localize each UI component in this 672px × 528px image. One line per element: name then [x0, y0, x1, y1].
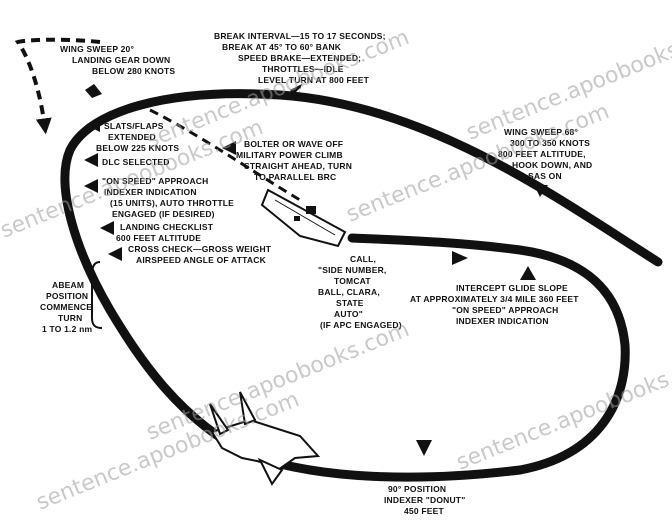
- svg-text:AUTO": AUTO": [334, 309, 363, 319]
- svg-text:STRAIGHT AHEAD, TURN: STRAIGHT AHEAD, TURN: [244, 161, 352, 171]
- call-label: CALL, "SIDE NUMBER, TOMCAT BALL, CLARA, …: [318, 254, 402, 330]
- svg-text:SLATS/FLAPS: SLATS/FLAPS: [104, 121, 164, 131]
- svg-text:TO PARALLEL BRC: TO PARALLEL BRC: [254, 172, 336, 182]
- svg-text:HOOK DOWN, AND: HOOK DOWN, AND: [512, 160, 592, 170]
- svg-text:SAS ON: SAS ON: [528, 171, 562, 181]
- dlc-label: DLC SELECTED: [102, 157, 170, 167]
- svg-text:POSITION: POSITION: [46, 291, 88, 301]
- arrows: [84, 84, 548, 456]
- arrow-ninety: [416, 440, 432, 456]
- svg-text:BOLTER OR WAVE OFF: BOLTER OR WAVE OFF: [244, 139, 343, 149]
- svg-text:MILITARY POWER CLIMB: MILITARY POWER CLIMB: [236, 150, 343, 160]
- svg-text:(15 UNITS), AUTO THROTTLE: (15 UNITS), AUTO THROTTLE: [110, 198, 234, 208]
- svg-text:BELOW 280 KNOTS: BELOW 280 KNOTS: [92, 66, 175, 76]
- svg-text:AT APPROXIMATELY 3/4 MILE 360: AT APPROXIMATELY 3/4 MILE 360 FEET: [410, 294, 579, 304]
- arrow-slats: [86, 118, 100, 132]
- wing-sweep-68-label: WING SWEEP 68° 300 TO 350 KNOTS 800 FEET…: [498, 127, 592, 181]
- svg-text:LEVEL TURN AT 800 FEET: LEVEL TURN AT 800 FEET: [258, 75, 370, 85]
- svg-text:450 FEET: 450 FEET: [404, 506, 444, 516]
- arrow-call: [452, 251, 468, 265]
- svg-text:INDEXER "DONUT": INDEXER "DONUT": [384, 495, 465, 505]
- arrow-wing-sweep-68: [534, 185, 548, 197]
- svg-text:INDEXER INDICATION: INDEXER INDICATION: [456, 316, 549, 326]
- arrow-dlc: [84, 153, 98, 167]
- arrow-on-speed: [84, 179, 98, 193]
- svg-text:COMMENCE: COMMENCE: [40, 302, 92, 312]
- on-speed-approach-label: "ON SPEED" APPROACH INDEXER INDICATION (…: [102, 176, 234, 219]
- break-interval-label: BREAK INTERVAL—15 TO 17 SECONDS; BREAK A…: [214, 31, 386, 85]
- arrow-landing-checklist: [100, 221, 114, 235]
- svg-text:300 TO 350 KNOTS: 300 TO 350 KNOTS: [510, 138, 590, 148]
- svg-text:sentence.apoobooks.com: sentence.apoobooks.com: [143, 317, 413, 445]
- svg-text:INDEXER INDICATION: INDEXER INDICATION: [104, 187, 197, 197]
- svg-text:WING SWEEP 20°: WING SWEEP 20°: [60, 44, 134, 54]
- entry-dashed-path: [14, 37, 101, 135]
- abeam-label: ABEAM POSITION COMMENCE TURN 1 TO 1.2 nm: [40, 280, 92, 334]
- svg-text:INTERCEPT GLIDE SLOPE: INTERCEPT GLIDE SLOPE: [456, 283, 568, 293]
- carrier-ship: [260, 188, 347, 248]
- svg-text:WING SWEEP 68°: WING SWEEP 68°: [504, 127, 578, 137]
- svg-text:1 TO 1.2 nm: 1 TO 1.2 nm: [42, 324, 92, 334]
- svg-text:AIRSPEED ANGLE OF ATTACK: AIRSPEED ANGLE OF ATTACK: [136, 255, 267, 265]
- arrow-wing-sweep-20: [85, 84, 102, 98]
- svg-text:DLC SELECTED: DLC SELECTED: [102, 157, 170, 167]
- svg-text:(IF APC ENGAGED): (IF APC ENGAGED): [320, 320, 402, 330]
- aircraft-icon: [209, 391, 321, 486]
- wing-sweep-20-label: WING SWEEP 20° LANDING GEAR DOWN BELOW 2…: [60, 44, 175, 76]
- svg-text:"ON SPEED" APPROACH: "ON SPEED" APPROACH: [452, 305, 558, 315]
- cross-check-label: CROSS CHECK—GROSS WEIGHT AIRSPEED ANGLE …: [128, 244, 272, 265]
- svg-text:CROSS CHECK—GROSS WEIGHT: CROSS CHECK—GROSS WEIGHT: [128, 244, 272, 254]
- slats-flaps-label: SLATS/FLAPS EXTENDED BELOW 225 KNOTS: [96, 121, 179, 153]
- bolter-label: BOLTER OR WAVE OFF MILITARY POWER CLIMB …: [236, 139, 352, 182]
- svg-text:BELOW 225 KNOTS: BELOW 225 KNOTS: [96, 143, 179, 153]
- arrow-bolter: [222, 141, 236, 155]
- svg-text:TURN: TURN: [58, 313, 82, 323]
- svg-text:LANDING CHECKLIST: LANDING CHECKLIST: [120, 222, 214, 232]
- svg-text:800 FEET ALTITUDE,: 800 FEET ALTITUDE,: [498, 149, 586, 159]
- ninety-position-label: 90° POSITION INDEXER "DONUT" 450 FEET: [384, 484, 465, 516]
- svg-text:BREAK AT 45° TO 60° BANK: BREAK AT 45° TO 60° BANK: [222, 42, 342, 52]
- svg-text:LANDING GEAR DOWN: LANDING GEAR DOWN: [72, 55, 170, 65]
- svg-text:CALL,: CALL,: [350, 254, 376, 264]
- svg-text:BREAK INTERVAL—15 TO 17 SECOND: BREAK INTERVAL—15 TO 17 SECONDS;: [214, 31, 386, 41]
- svg-text:TOMCAT: TOMCAT: [334, 276, 371, 286]
- svg-text:STATE: STATE: [336, 298, 364, 308]
- svg-text:ABEAM: ABEAM: [52, 280, 84, 290]
- svg-text:ENGAGED (IF DESIRED): ENGAGED (IF DESIRED): [112, 209, 215, 219]
- svg-text:SPEED BRAKE—EXTENDED;: SPEED BRAKE—EXTENDED;: [238, 53, 361, 63]
- svg-text:600 FEET ALTITUDE: 600 FEET ALTITUDE: [116, 233, 201, 243]
- svg-text:BALL, CLARA,: BALL, CLARA,: [318, 287, 380, 297]
- svg-text:"ON SPEED" APPROACH: "ON SPEED" APPROACH: [102, 176, 208, 186]
- arrow-cross-check: [108, 247, 122, 261]
- svg-text:EXTENDED: EXTENDED: [108, 132, 156, 142]
- svg-text:90° POSITION: 90° POSITION: [388, 484, 446, 494]
- arrow-break: [290, 84, 302, 100]
- landing-checklist-label: LANDING CHECKLIST 600 FEET ALTITUDE: [116, 222, 214, 243]
- intercept-label: INTERCEPT GLIDE SLOPE AT APPROXIMATELY 3…: [410, 283, 579, 326]
- abeam-bracket: [91, 261, 103, 329]
- svg-text:"SIDE NUMBER,: "SIDE NUMBER,: [318, 265, 387, 275]
- bolter-dashed-path: [149, 108, 301, 202]
- arrow-intercept: [520, 266, 536, 280]
- svg-text:THROTTLES—IDLE: THROTTLES—IDLE: [262, 64, 344, 74]
